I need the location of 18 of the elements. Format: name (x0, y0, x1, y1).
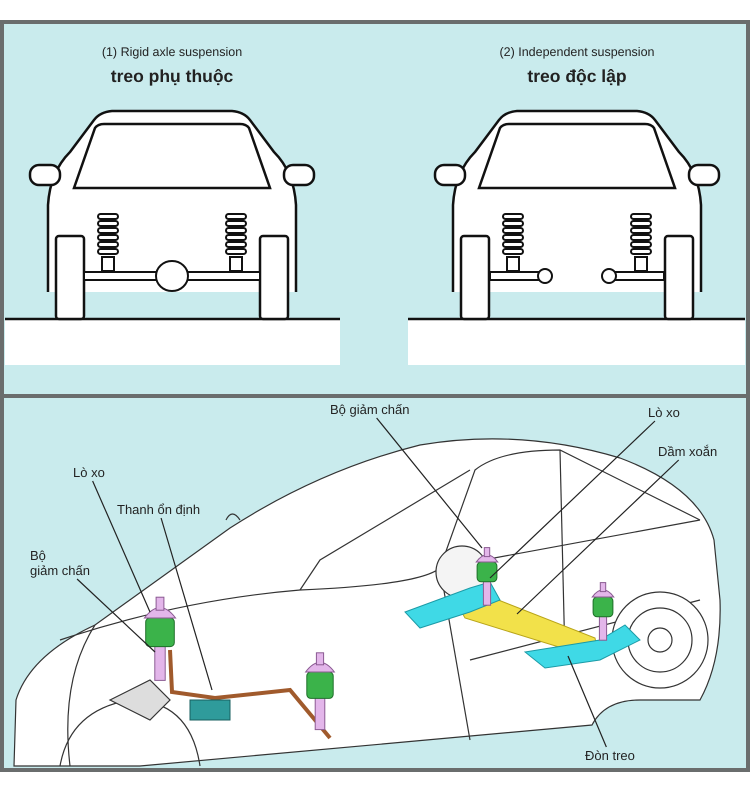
panel-subtitle: (2) Independent suspension (500, 45, 654, 59)
leader-line (160, 518, 213, 690)
part-label: Thanh ổn định (117, 502, 200, 517)
leader-line (490, 420, 656, 578)
part-label: Lò xo (73, 465, 105, 480)
part-label: Bộ giảm chấn (330, 402, 410, 417)
leader-line (76, 578, 156, 652)
leader-line (92, 480, 151, 612)
leader-line (376, 418, 482, 548)
leader-line (516, 460, 680, 614)
panel-subtitle: (1) Rigid axle suspension (102, 45, 242, 59)
part-label: Bộ giảm chấn (30, 548, 90, 578)
leader-line (567, 656, 607, 748)
part-label: Đòn treo (585, 748, 635, 763)
panel-title: treo độc lập (527, 66, 627, 87)
part-label: Lò xo (648, 405, 680, 420)
part-label: Dầm xoắn (658, 444, 718, 459)
panel-title: treo phụ thuộc (110, 66, 234, 87)
